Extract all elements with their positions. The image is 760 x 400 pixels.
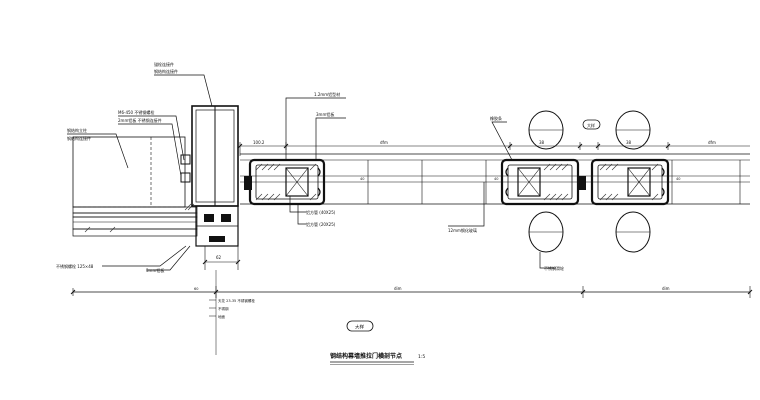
drawing-title: 钢结构幕墙推拉门横剖节点 (330, 352, 402, 360)
label-hang-profile: 1.2mm铝型材 (314, 91, 340, 97)
annotations: 锚栓连接件 钢结构连接件 M6-450 不锈钢螺栓 2mm铝板 不锈钢连接件 钢… (56, 61, 564, 319)
callout-bubble-icon (582, 119, 601, 130)
svg-text:40: 40 (676, 177, 680, 181)
glass-rail: 40 40 40 (240, 153, 750, 205)
sash-3 (590, 158, 670, 206)
leader-lines (67, 74, 556, 271)
dim-dfm-1: dfm (380, 140, 388, 145)
frame-profile: 62 (191, 105, 241, 270)
top-dimensions: 100.2 dfm 38 38 dfm (237, 140, 750, 156)
label-pad: 3mm铝板 (316, 111, 334, 117)
dim-60: 60 (194, 287, 198, 291)
label-roller: 不锈钢滑轮 (544, 265, 564, 271)
label-base: 不锈钢螺栓 125×48 (56, 263, 94, 269)
callout-marker-1: 大样 (582, 119, 601, 130)
dim-38: 38 (539, 140, 545, 145)
label-anchor-top: 锚栓连接件 (154, 61, 174, 67)
label-block-2: 铝方管 (20X25) (306, 221, 336, 227)
label-glass: 12mm钢化玻璃 (448, 227, 477, 233)
left-wall-assembly (72, 136, 198, 237)
svg-text:40: 40 (360, 177, 364, 181)
svg-text:大样: 大样 (587, 122, 595, 128)
note-bottom-2: 不锈钢 (218, 306, 229, 311)
bottom-dimensions: 60 dim dim (70, 270, 753, 355)
dim-38b: 38 (626, 140, 632, 145)
dim-dfm-2: dfm (708, 140, 716, 145)
label-profile-1: M6-450 不锈钢螺栓 (118, 109, 154, 115)
drawing-title-block: 钢结构幕墙推拉门横剖节点 1:5 (330, 352, 425, 365)
note-bottom-3: 地面 (218, 314, 225, 319)
callout-marker-2: 大样 (346, 320, 374, 332)
callout-bubble-icon (346, 320, 374, 332)
label-seal: 橡胶条 (490, 115, 502, 121)
rollers (528, 110, 651, 253)
svg-text:40: 40 (494, 177, 498, 181)
svg-text:大样: 大样 (355, 324, 364, 331)
label-block-1: 铝方管 (40X25) (306, 209, 336, 215)
sash-2 (500, 158, 586, 206)
label-base-2: 3mm铝板 (146, 267, 164, 273)
dim-bottom-a: dim (394, 286, 402, 291)
label-profile-2: 2mm铝板 不锈钢连接件 (118, 117, 162, 123)
dim-62: 62 (216, 255, 222, 260)
sash-1 (244, 158, 326, 206)
dim-bottom-b: dim (662, 286, 670, 291)
dim-small: 100.2 (253, 140, 265, 145)
steel-column-block (72, 136, 186, 208)
drawing-scale: 1:5 (418, 354, 425, 360)
note-bottom-1: 天花 23-35 不锈钢螺栓 (218, 298, 255, 303)
label-left-block-2: 钢结构连接件 (67, 135, 91, 141)
label-left-block-1: 钢结构立柱 (67, 127, 87, 133)
label-anchor-top-2: 钢结构连接件 (154, 68, 178, 74)
